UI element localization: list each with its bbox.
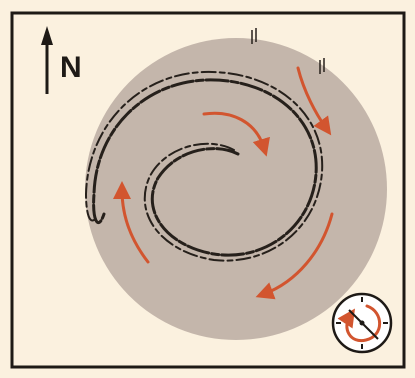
rotation-dial bbox=[333, 294, 391, 352]
north-label: N bbox=[60, 51, 82, 84]
north-indicator: N bbox=[41, 26, 82, 94]
